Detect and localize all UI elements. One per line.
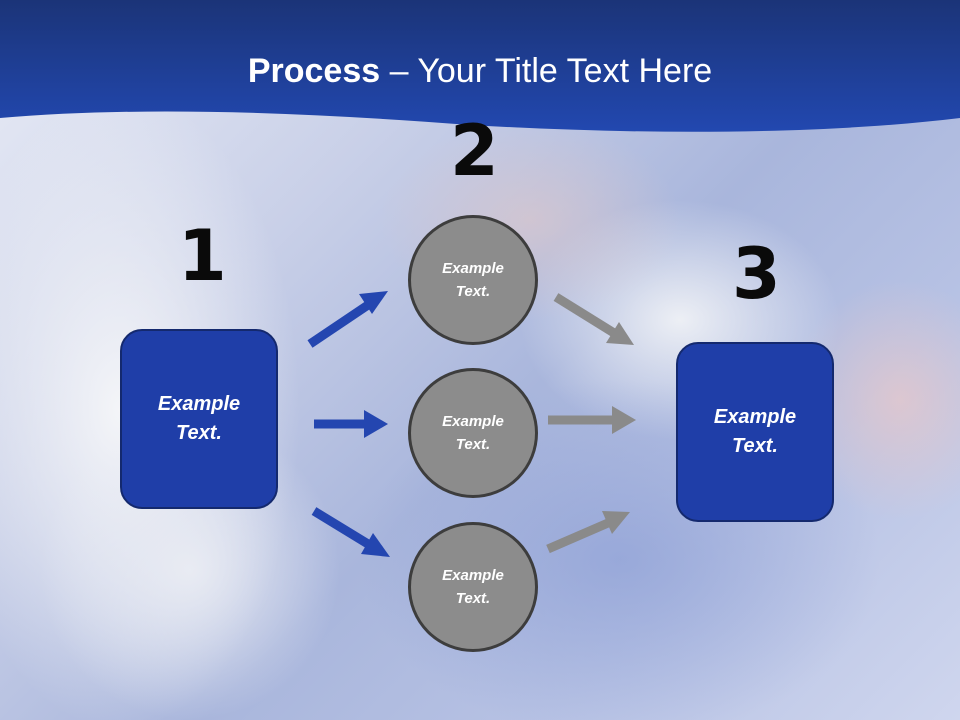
circle-3-line2: Text.	[455, 590, 491, 607]
title-rest: – Your Title Text Here	[380, 52, 713, 90]
circle-3-line1: Example	[442, 567, 504, 584]
circle-2-line1: Example	[442, 413, 504, 430]
step-number-1: 1	[178, 215, 227, 297]
step-1-label-line1: Example	[157, 393, 241, 415]
circle-2-line2: Text.	[455, 436, 491, 453]
arrow-blue-right	[314, 410, 388, 438]
step-number-2: 2	[450, 110, 499, 192]
arrow-blue-up	[307, 291, 388, 348]
title-bold: Process	[247, 52, 381, 90]
step-3-label-line2: Text.	[732, 435, 778, 457]
header-band	[0, 0, 960, 132]
step-number-3: 3	[732, 233, 781, 315]
slide-title: Process – Your Title Text Here	[0, 52, 960, 91]
step-3-label-line1: Example	[713, 406, 797, 428]
step-1-label-line2: Text.	[176, 422, 222, 444]
circle-1-line1: Example	[442, 260, 504, 277]
circle-1-line2: Text.	[455, 283, 491, 300]
